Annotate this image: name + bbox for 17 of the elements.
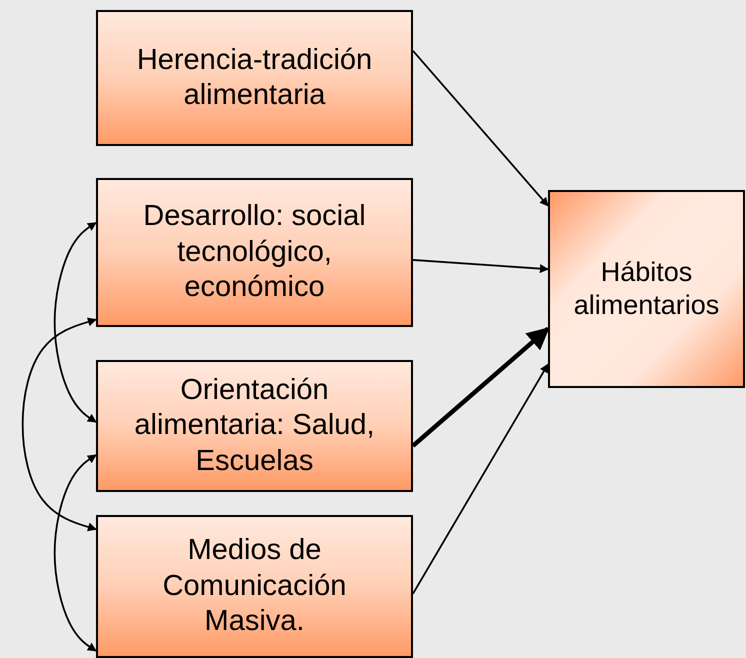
box-label: Orientación alimentaria: Salud, Escuelas [133,372,376,479]
text-box [96,515,413,658]
arrow [54,222,97,423]
text-box [96,178,413,327]
box-label: Herencia-tradición alimentaria [136,42,374,113]
arrow [54,454,97,652]
arrow [22,318,97,532]
text-box [548,190,745,388]
box-label: Hábitos alimentarios [572,256,720,322]
box-label: Medios de Comunicación Masiva. [162,533,348,640]
box-label: Desarrollo: social tecnológico, económico [142,199,367,306]
arrow [412,50,549,207]
text-box [96,360,413,492]
arrow [412,326,550,448]
arrow [412,363,549,594]
arrow [412,259,549,274]
text-box [96,10,413,146]
